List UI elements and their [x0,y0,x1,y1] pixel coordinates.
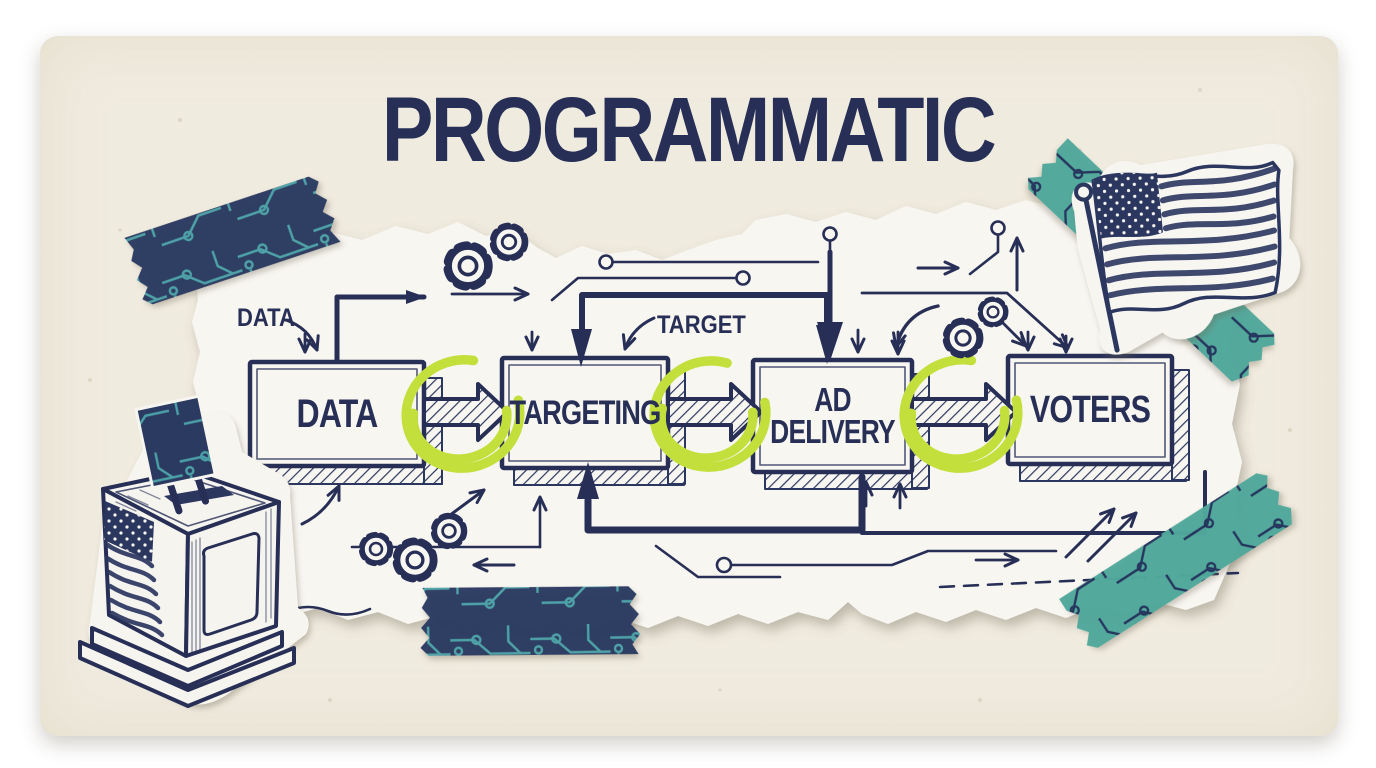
draped-flag [103,541,165,638]
flag-pole-ball [1074,182,1094,202]
flag-pole [1083,196,1120,353]
lime-highlight-circles [401,355,1023,473]
flag-drawing [1074,160,1282,353]
arrow-data-targeting [422,382,510,442]
ballot-box-drawing [78,394,296,708]
arrow-targeting-ad [666,382,763,442]
us-flag-sticker [1071,143,1301,355]
ballot-slip [134,394,217,515]
circuit-tape-top-left [124,176,341,305]
ballot-box-sticker [78,394,309,708]
circuit-tape-bottom-right [1059,473,1292,648]
box-panel [202,532,261,636]
flow-label-ad-line1: AD [814,380,851,418]
circuit-nodes [598,220,1006,574]
page-title: PROGRAMMATIC [381,79,997,181]
ballot-slot [164,486,234,505]
block-arrows [422,382,1018,442]
flow-box-voters [1005,353,1175,467]
flow-label-data: DATA [296,391,379,436]
paper-speckles [88,88,1292,702]
sketch-shading [115,489,272,655]
circuit-tape-bottom-middle [420,586,641,656]
flow-diagram-ink [247,220,1240,616]
flow-label-voters: VOTERS [1029,388,1151,431]
flow-label-targeting: TARGETING [509,393,662,432]
flow-label-ad-line2: DELIVERY [770,413,895,450]
flow-label-ad-delivery: AD DELIVERY [769,360,896,472]
annotation-target: TARGET [657,311,746,339]
flag-canton-stars [1093,172,1164,239]
annotation-data: DATA [237,304,295,332]
flag-stripes [1102,165,1278,299]
